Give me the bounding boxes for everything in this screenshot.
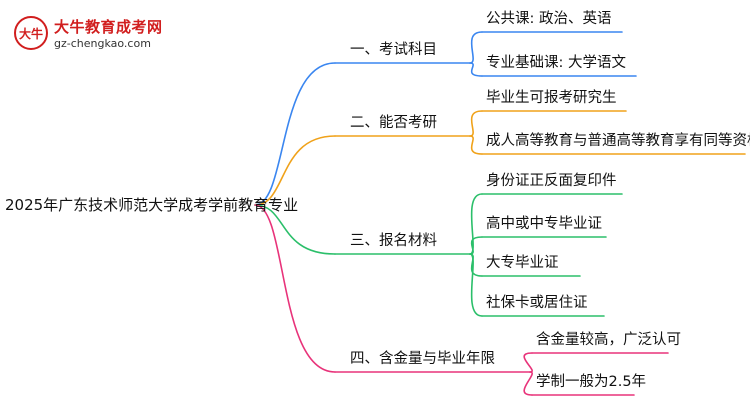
leaf-label: 公共课: 政治、英语 (486, 11, 612, 27)
leaf-label: 含金量较高，广泛认可 (536, 332, 681, 348)
leaf-connector (469, 193, 483, 255)
root-topic: 2025年广东技术师范大学成考学前教育专业 (5, 196, 299, 214)
leaf-label: 学制一般为2.5年 (536, 374, 647, 390)
leaf-connector (523, 371, 533, 396)
leaf-label: 专业基础课: 大学语文 (486, 55, 626, 71)
logo-url: gz-chengkao.com (54, 37, 151, 50)
leaf-label: 身份证正反面复印件 (486, 173, 617, 189)
leaf-connector (469, 135, 483, 155)
leaf-label: 毕业生可报考研究生 (486, 90, 617, 106)
leaf-connector (469, 31, 483, 64)
branch-connector (254, 62, 336, 206)
leaf-connector (469, 253, 483, 317)
logo-mark: 大牛 (14, 16, 48, 50)
leaf-connector (469, 253, 483, 277)
leaf-connector (469, 62, 483, 77)
branch-connector (254, 204, 336, 255)
leaf-label: 社保卡或居住证 (486, 295, 588, 311)
leaf-label: 大专毕业证 (486, 255, 559, 271)
site-logo: 大牛 大牛教育成考网 gz-chengkao.com (14, 14, 164, 54)
branch-label: 二、能否考研 (350, 115, 437, 131)
leaf-connector (469, 110, 483, 137)
leaf-label: 成人高等教育与普通高等教育享有同等资格 (486, 133, 750, 149)
branch-label: 一、考试科目 (350, 42, 437, 58)
branch-connector (254, 204, 336, 373)
leaf-label: 高中或中专毕业证 (486, 216, 602, 232)
branch-label: 四、含金量与毕业年限 (350, 351, 495, 367)
branch-connector (254, 135, 336, 206)
leaf-connector (523, 352, 533, 373)
logo-title: 大牛教育成考网 (54, 18, 163, 36)
branch-label: 三、报名材料 (350, 233, 437, 249)
